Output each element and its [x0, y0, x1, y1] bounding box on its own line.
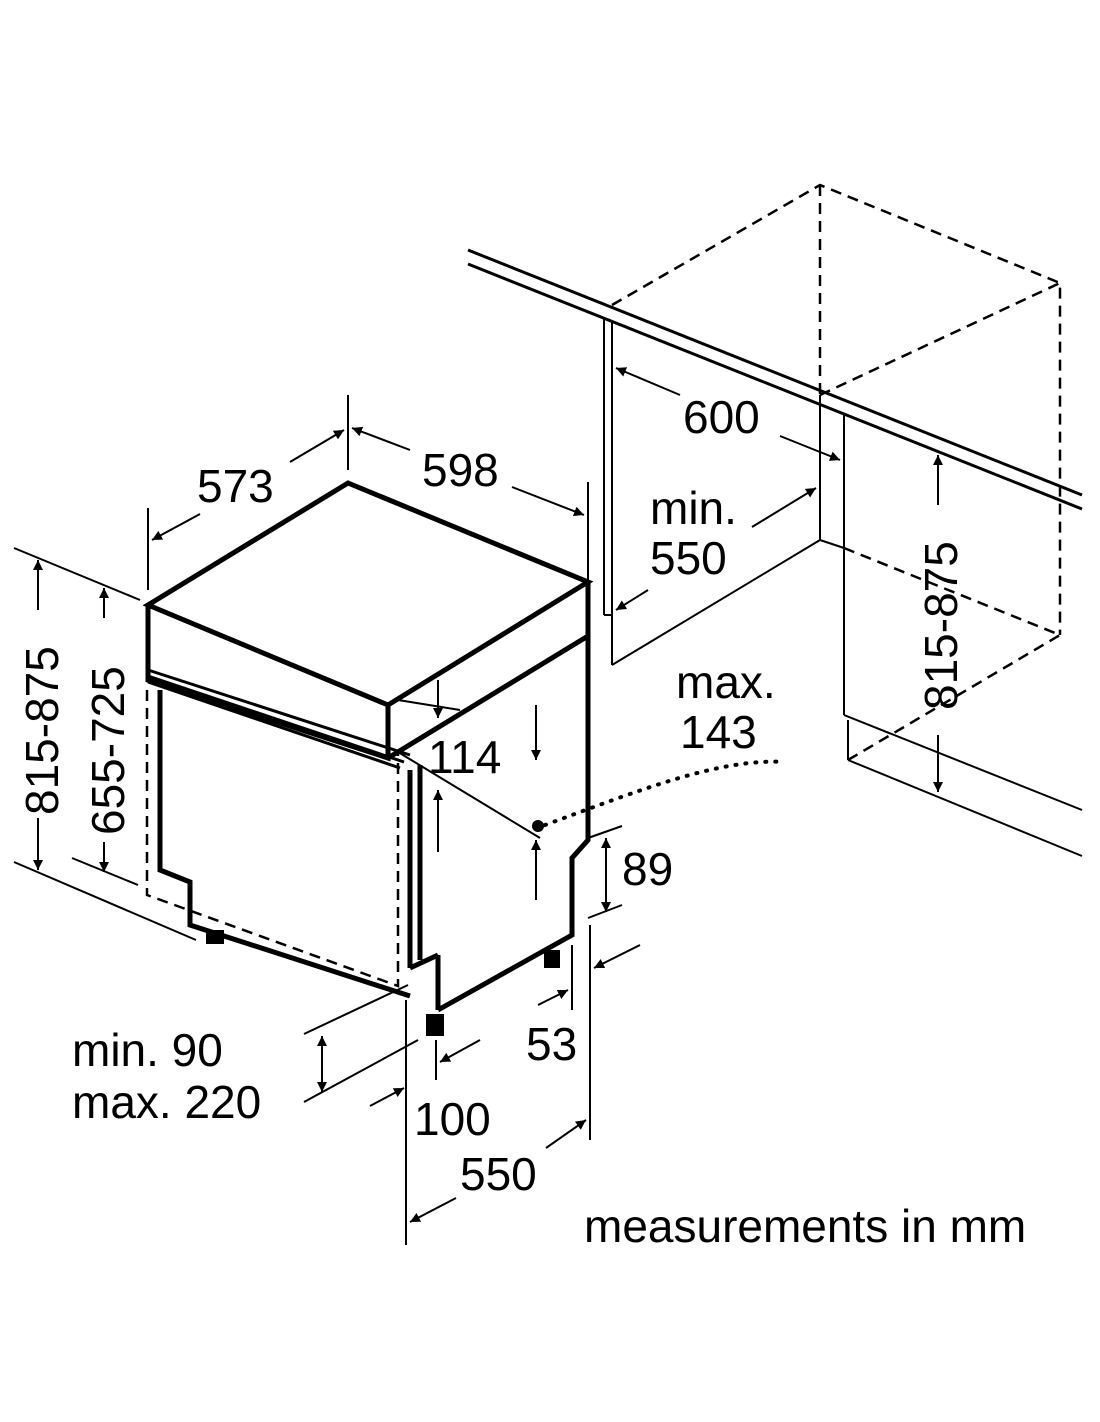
label-598: 598 — [422, 444, 499, 496]
label-100: 100 — [414, 1093, 491, 1145]
dishwasher-unit — [142, 480, 787, 1036]
label-max-143-line2: 143 — [680, 706, 757, 758]
label-min-550-line2: 550 — [650, 532, 727, 584]
label-89: 89 — [622, 843, 673, 895]
label-units: measurements in mm — [584, 1200, 1026, 1252]
dimension-lines — [13, 367, 943, 1245]
dimension-labels: 598 573 600 min. 550 815-875 655-725 815… — [16, 391, 1026, 1252]
label-114: 114 — [428, 731, 501, 783]
label-655-725: 655-725 — [82, 666, 134, 835]
label-max-220: max. 220 — [72, 1076, 261, 1128]
label-600: 600 — [683, 391, 760, 443]
label-815-875-right: 815-875 — [915, 541, 967, 710]
label-max-143-line1: max. — [676, 656, 776, 708]
label-min-90: min. 90 — [72, 1024, 223, 1076]
label-550-bottom: 550 — [460, 1148, 537, 1200]
cabinet-niche — [467, 183, 1083, 857]
label-815-875-left: 815-875 — [16, 646, 68, 815]
label-53: 53 — [526, 1018, 577, 1070]
label-min-550-line1: min. — [650, 482, 737, 534]
label-573: 573 — [197, 460, 274, 512]
